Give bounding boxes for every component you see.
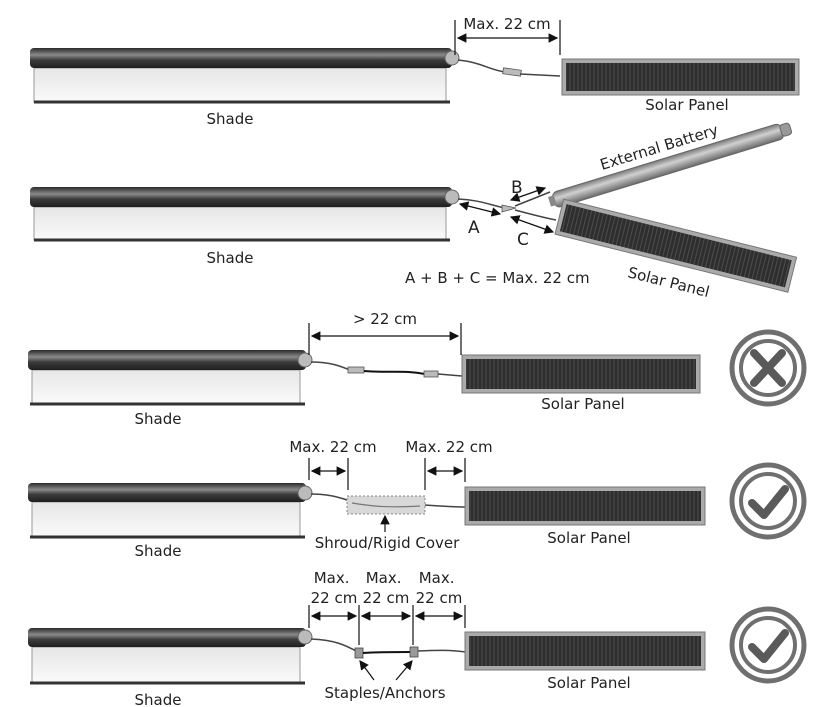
diagram-4: Max. 22 cm Max. 22 cm Shroud/Rigid Cover…	[28, 438, 807, 560]
end-cap	[297, 485, 313, 501]
shade	[28, 483, 313, 539]
shade-fabric	[31, 646, 301, 683]
cable-connector	[502, 67, 522, 77]
dimension-label-left: Max. 22 cm	[289, 438, 376, 456]
shade	[28, 628, 313, 685]
solar-panel-label: Solar Panel	[541, 395, 624, 413]
diagram-1: Max. 22 cm Shade Solar Panel	[30, 15, 800, 128]
diagram-5: Max. 22 cm Max. 22 cm Max. 22 cm Staples…	[28, 569, 807, 707]
segment-a-arrow	[458, 201, 502, 217]
roller-tube	[28, 483, 306, 502]
cable	[457, 198, 506, 209]
dimension-label-3: Max. 22 cm	[416, 569, 463, 607]
solar-panel	[464, 486, 706, 526]
splitter	[501, 204, 517, 213]
segment-c-arrow	[509, 215, 555, 234]
end-cap	[444, 189, 460, 205]
cable	[457, 59, 506, 73]
roller-tube	[28, 628, 306, 647]
segment-c-label: C	[517, 230, 529, 250]
roller-tube	[30, 187, 452, 207]
staple-anchor	[354, 647, 364, 659]
segment-b-label: B	[511, 178, 523, 198]
shade-label: Shade	[207, 110, 254, 128]
dimension-label-2: Max. 22 cm	[363, 569, 410, 607]
solar-panel	[464, 631, 706, 671]
dimension-label: Max. 22 cm	[463, 15, 550, 33]
segment-b-arrow	[509, 186, 547, 202]
anchor-pointer-1	[359, 660, 375, 681]
shade	[28, 350, 313, 406]
staple-anchor	[409, 646, 419, 658]
end-cap	[297, 629, 313, 645]
shade-label: Shade	[135, 410, 182, 428]
shade-label: Shade	[135, 542, 182, 560]
dimension-label: > 22 cm	[353, 310, 417, 328]
shade	[30, 48, 460, 104]
diagram-2: External Battery A B C A + B + C = Max. …	[30, 121, 798, 301]
cable	[310, 638, 359, 653]
external-battery	[548, 122, 793, 208]
shade	[30, 187, 460, 242]
roller-tube	[30, 48, 452, 68]
cable	[310, 493, 348, 501]
solar-panel-label: Solar Panel	[547, 529, 630, 547]
roller-tube	[28, 350, 306, 370]
cable-connector	[347, 366, 365, 374]
anchor-label: Staples/Anchors	[324, 684, 445, 702]
end-cap	[444, 50, 460, 66]
cable-to-panel	[514, 209, 557, 221]
shade-label: Shade	[135, 691, 182, 707]
check-icon	[729, 606, 807, 684]
shade-fabric	[31, 501, 301, 537]
dimension-label-1: Max. 22 cm	[311, 569, 358, 607]
shade-fabric	[33, 206, 447, 241]
solar-panel-label: Solar Panel	[645, 96, 728, 114]
dimension-label-right: Max. 22 cm	[405, 438, 492, 456]
shade-fabric	[33, 67, 447, 103]
cover-label: Shroud/Rigid Cover	[315, 534, 460, 552]
end-cap	[297, 352, 313, 368]
shade-label: Shade	[207, 249, 254, 267]
diagram-3: > 22 cm Shade Solar Panel	[28, 310, 807, 428]
solar-panel	[561, 58, 800, 96]
anchor-pointer-2	[395, 660, 413, 681]
formula: A + B + C = Max. 22 cm	[405, 269, 590, 287]
segment-a-label: A	[468, 218, 480, 238]
solar-panel	[554, 198, 798, 293]
check-icon	[729, 462, 807, 540]
solar-panel-label: Solar Panel	[547, 674, 630, 692]
cable	[310, 361, 351, 371]
solar-panel	[461, 354, 701, 394]
shroud-rigid-cover	[346, 495, 426, 515]
x-icon	[729, 329, 807, 407]
shade-fabric	[31, 369, 301, 404]
